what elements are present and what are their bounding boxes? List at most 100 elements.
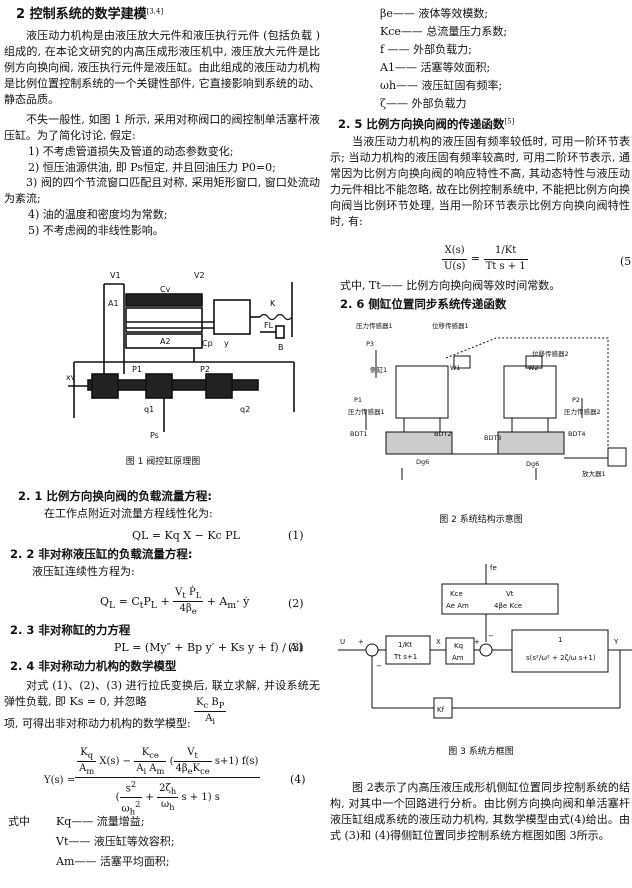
fig3-block-2-den: Am [452,654,464,662]
definition-zeta: ζ—— 外部负载力 [380,97,467,110]
equation-5-number: (5 [620,255,632,268]
equation-1-number: (1) [288,529,304,542]
fig2-amplifier: 放大器1 [582,469,606,478]
section-2-4-heading: 2. 4 非对称动力机构的数学模型 [10,659,177,673]
label-p2: P2 [200,365,210,374]
definition-a1: A1—— 活塞等效面积; [380,61,491,74]
fig2-pressure-sensor-2: 压力传感器2 [564,407,601,416]
section-2-5-text: 当液压动力机构的液压固有频率较低时, 可用一阶环节表示; 当动力机构的液压固有频… [330,135,630,228]
fig3-plus-2: + [474,638,480,646]
section-2-5-heading: 2. 5 比例方向换向阀的传递函数 [338,117,505,131]
where-label: 式中 [8,815,30,828]
section-2-1-text: 在工作点附近对流量方程线性化为: [44,507,213,520]
section-2-4-text-2: 项, 可得出非对称动力机构的数学模型: [4,717,191,730]
citation-5: [5] [504,117,515,126]
fig2-pressure-sensor-1b: 压力传感器1 [348,407,385,416]
fig2-pressure-sensor-1: 压力传感器1 [356,321,393,330]
definition-f: f —— 外部负载力; [380,43,472,56]
equation-2-number: (2) [288,597,304,610]
fig3-feedback: Kf [437,706,445,714]
eq5-lhs-num: X(s) [442,244,468,260]
fig2-w2: W2 [528,364,539,372]
fig3-fe: fe [490,564,497,572]
citation: [3,4] [146,7,164,16]
section-2-4-text-1: 对式 (1)、(2)、(3) 进行拉氏变换后, 联立求解, 并设系统无弹性负载,… [4,679,320,708]
fig3-minus-2: − [488,632,494,640]
label-k: K [270,299,276,308]
assumption-1: 1) 不考虑管道损失及管道的动态参数变化; [28,144,234,158]
fig3-block-3-num: 1 [558,636,562,644]
intro-paragraph-2: 不失一般性, 如图 1 所示, 采用对称阀口的阀控制单活塞杆液压缸。为了简化讨论… [4,112,320,142]
eq5-lhs-den: U(s) [444,260,466,272]
label-p1: P1 [132,365,142,374]
equation-5-where: 式中, Tt—— 比例方向换向阀等效时间常数。 [340,279,561,292]
fig3-block-1-num: 1/Kt [398,641,412,649]
label-v1: V1 [110,271,121,280]
definition-kce: Kce—— 总流量压力系数; [380,25,508,38]
figure-2-system-structure: 压力传感器1 位移传感器1 位移传感器2 P3 W1 W2 侧缸1 P1 P2 … [348,321,627,480]
figure-3-block-diagram: fe U + − X + − Y 1/Kt Tt s+1 Kq Am 1 Kce… [338,564,632,719]
fig2-bdt3: BDT3 [484,434,502,442]
label-a2: A2 [160,337,171,346]
fig3-block-2-num: Kq [454,642,463,650]
label-cp: Cp [202,339,213,348]
label-q1: q1 [144,405,154,414]
equation-1: QL = Kq X − Kc PL [132,529,240,542]
assumption-4: 4) 油的温度和密度均为常数; [28,208,168,222]
fig3-ff2-num: Vt [506,590,514,598]
fig3-plus-1: + [358,638,364,646]
fig3-ff-num: Kce [450,590,463,598]
label-y: y [224,339,229,348]
section-2-6-heading: 2. 6 侧缸位置同步系统传递函数 [340,297,507,311]
fig2-bdt4: BDT4 [568,430,586,438]
svg-text:s(s²/ω² + 2ζ/ω s+1): s(s²/ω² + 2ζ/ω s+1) [526,654,596,662]
figure-1-valve-cylinder: V1 V2 A1 A2 Cv Cp K FL B y xv P1 P2 q1 q… [66,271,295,440]
intro-paragraph-1: 液压动力机构是由液压放大元件和液压执行元件 (包括负载 )组成的, 在本论文研究… [4,29,320,106]
eq5-rhs-den: Tt s + 1 [485,260,526,272]
fig2-p3: P3 [366,340,374,348]
fig3-block-1-den: Tt s+1 [393,653,417,661]
figure-2-caption: 图 2 系统结构示意图 [439,515,523,525]
definition-vt: Vt—— 液压缸等效容积; [56,835,175,848]
label-fl: FL [264,321,274,330]
label-xv: xv [66,373,76,382]
label-q2: q2 [240,405,250,414]
section-2-2-text: 液压缸连续性方程为: [32,565,135,578]
definition-beta: βe—— 液体等效模数; [380,7,489,20]
label-v2: V2 [194,271,205,280]
fig2-dg1: Dg6 [416,458,429,466]
section-2-heading: 2 控制系统的数学建模 [16,7,147,22]
label-b: B [278,343,284,352]
fig2-dg2: Dg6 [526,460,539,468]
label-cv: Cv [160,285,171,294]
fig2-position-sensor-1: 位移传感器1 [432,321,469,330]
assumption-3: 3) 阀的四个节流窗口匹配且对称, 采用矩形窗口, 窗口处流动为紊流; [4,176,320,206]
section-2-1-heading: 2. 1 比例方向换向阀的负载流量方程: [18,489,212,503]
fig3-x: X [436,638,441,646]
equation-3-number: (3) [288,641,304,654]
definition-omega: ωh—— 液压缸固有频率; [380,79,503,92]
assumption-2: 2) 恒压油源供油, 即 Ps恒定, 并且回油压力 P0=0; [28,160,276,174]
final-paragraph: 图 2表示了内高压液压成形机侧缸位置同步控制系统的结构, 对其中一个回路进行分析… [330,781,630,842]
label-a1: A1 [108,299,119,308]
fig2-w1: W1 [450,364,461,372]
assumption-5: 5) 不考虑阀的非线性影响。 [28,224,164,238]
fig3-ff-den: Ae Am [446,602,469,610]
fig2-cylinder: 侧缸1 [370,365,387,374]
equation-4-number: (4) [290,773,306,786]
section-2-2-heading: 2. 2 非对称液压缸的负载流量方程: [10,547,193,561]
definition-kq: Kq—— 流量增益; [56,815,145,828]
equation-3: PL = (My″ + Bp y′ + Ks y + f) / A1 [114,641,305,654]
figure-3-caption: 图 3 系统方框图 [448,747,514,757]
fig2-p1: P1 [354,396,362,404]
fig3-u: U [340,638,345,646]
fig3-minus-1: − [376,662,382,670]
fig2-position-sensor-2: 位移传感器2 [532,349,569,358]
section-2-3-heading: 2. 3 非对称缸的力方程 [10,623,131,637]
definition-am: Am—— 活塞平均面积; [56,855,170,868]
figure-1-caption: 图 1 阀控缸原理图 [125,457,201,467]
